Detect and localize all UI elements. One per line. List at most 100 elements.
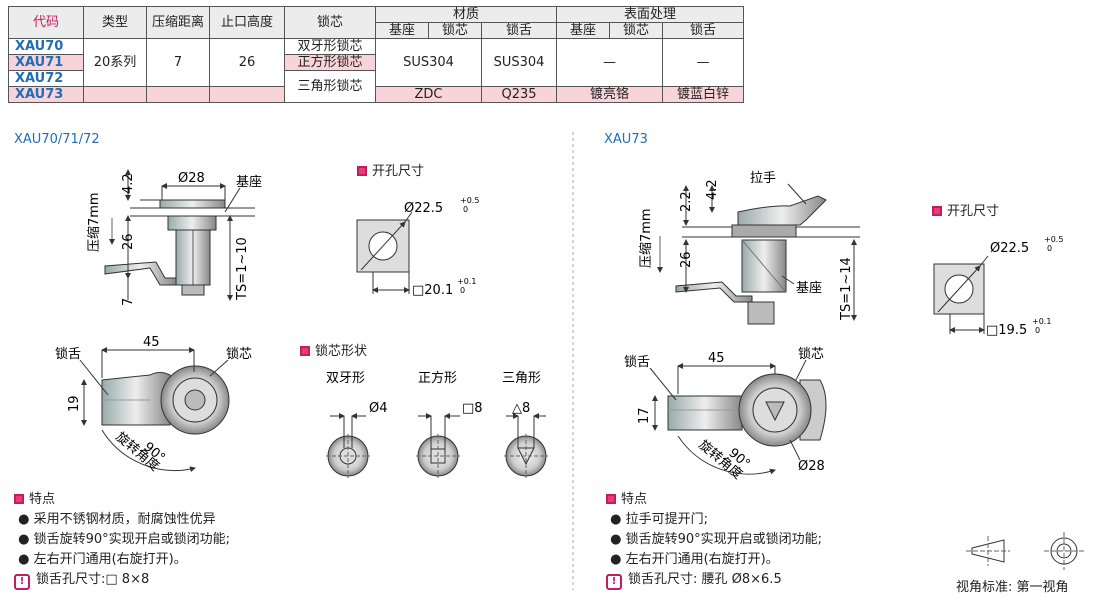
left-side-view — [104, 169, 255, 301]
header-material: 材质 — [375, 6, 557, 23]
core-shape-double-tooth — [326, 413, 370, 478]
left-hole-note: 锁舌孔尺寸:□ 8×8 — [36, 572, 150, 587]
shape-name: 三角形 — [502, 371, 541, 386]
type-cell: 20系列 — [83, 38, 147, 87]
left-top-w45: 45 — [143, 335, 160, 350]
left-hole-sq-tol-dn: 0 — [460, 286, 465, 295]
header-surface-core: 锁芯 — [609, 22, 663, 39]
pink-square-icon — [357, 166, 367, 176]
right-top-view — [649, 359, 827, 475]
view-standard-label: 视角标准: 第一视角 — [956, 580, 1069, 595]
header-surface-base: 基座 — [556, 22, 610, 39]
right-dim-22: 2.2 — [679, 191, 694, 212]
right-dim-26: 26 — [679, 251, 694, 268]
material-tongue-cell: Q235 — [481, 86, 557, 103]
feature-item: ● 采用不锈钢材质，耐腐蚀性优异 — [14, 512, 216, 527]
left-features-title: 特点 — [29, 492, 56, 507]
right-compress: 压缩7mm — [638, 208, 654, 268]
left-hole-sq: □20.1 — [412, 283, 453, 298]
warning-icon: ! — [606, 574, 622, 590]
header-core: 锁芯 — [284, 6, 376, 39]
spec-table: 代码 类型 压缩距离 止口高度 锁芯 材质 表面处理 基座 锁芯 锁舌 基座 锁… — [8, 6, 744, 103]
right-hole-d-tol-up: +0.5 — [1044, 235, 1063, 244]
left-top-core: 锁芯 — [226, 346, 252, 362]
right-features-title: 特点 — [621, 492, 648, 507]
right-label-base: 基座 — [796, 281, 822, 296]
material-base-core-cell: ZDC — [375, 86, 482, 103]
shape-dim: △8 — [512, 401, 530, 416]
shape-title: 锁芯形状 — [315, 344, 368, 359]
right-top-w45: 45 — [708, 351, 725, 366]
code-cell: XAU71 — [8, 54, 84, 71]
feature-item: ● 拉手可提开门; — [606, 512, 708, 527]
left-dim-d28: Ø28 — [178, 171, 205, 186]
left-hole-title: 开孔尺寸 — [372, 164, 425, 179]
right-section-title: XAU73 — [604, 132, 648, 147]
left-dim-42: 4.2 — [121, 173, 136, 194]
right-hole-sq: □19.5 — [986, 323, 1027, 338]
left-label-base: 基座 — [236, 175, 262, 190]
core-cell: 双牙形锁芯 — [284, 38, 376, 55]
right-top-d28: Ø28 — [798, 459, 825, 474]
pink-square-icon — [932, 206, 942, 216]
left-hole-d: Ø22.5 — [404, 201, 443, 216]
right-hole-note: 锁舌孔尺寸: 腰孔 Ø8×6.5 — [628, 572, 782, 587]
core-shape-triangle — [504, 413, 548, 478]
feature-item: ● 左右开门通用(右旋打开)。 — [14, 552, 187, 567]
right-hole-sq-tol-dn: 0 — [1035, 326, 1040, 335]
left-dim-26: 26 — [121, 233, 136, 250]
core-shape-square — [416, 413, 460, 478]
left-features: 特点 ● 采用不锈钢材质，耐腐蚀性优异 ● 锁舌旋转90°实现开启或锁闭功能; … — [14, 490, 230, 590]
code-cell: XAU70 — [8, 38, 84, 55]
right-hole-drawing — [933, 255, 989, 334]
left-hole-d-tol-dn: 0 — [463, 205, 468, 214]
compress-cell: 7 — [146, 38, 210, 87]
right-features: 特点 ● 拉手可提开门; ● 锁舌旋转90°实现开启或锁闭功能; ● 左右开门通… — [606, 490, 822, 590]
left-top-tongue: 锁舌 — [55, 346, 81, 362]
shape-dim: □8 — [462, 401, 483, 416]
left-hole-sq-tol-up: +0.1 — [457, 277, 476, 286]
header-material-core: 锁芯 — [428, 22, 482, 39]
right-top-core: 锁芯 — [798, 346, 824, 362]
pink-square-icon — [14, 494, 24, 504]
left-section-title: XAU70/71/72 — [14, 132, 100, 147]
right-hole-heading: 开孔尺寸 — [932, 200, 999, 219]
right-hole-title: 开孔尺寸 — [947, 204, 1000, 219]
left-hole-heading: 开孔尺寸 — [357, 160, 424, 179]
right-hole-d: Ø22.5 — [990, 241, 1029, 256]
code-cell: XAU73 — [8, 86, 84, 103]
left-compress: 压缩7mm — [86, 192, 102, 252]
left-dim-7: 7 — [121, 298, 136, 306]
header-code: 代码 — [8, 6, 84, 39]
right-hole-sq-tol-up: +0.1 — [1032, 317, 1051, 326]
pink-square-icon — [300, 346, 310, 356]
first-angle-projection-icon — [966, 532, 1084, 570]
right-side-view — [657, 183, 860, 325]
shape-dim: Ø4 — [369, 401, 388, 416]
code-cell: XAU72 — [8, 70, 84, 87]
header-material-tongue: 锁舌 — [481, 22, 557, 39]
right-dim-42: 4.2 — [705, 179, 720, 200]
shape-heading: 锁芯形状 — [300, 340, 367, 359]
right-label-handle: 拉手 — [750, 171, 776, 186]
left-hole-drawing — [356, 211, 413, 294]
left-top-view — [79, 347, 230, 473]
feature-item: ● 锁舌旋转90°实现开启或锁闭功能; — [606, 532, 823, 547]
surface-base-core-cell: 镀亮铬 — [556, 86, 663, 103]
pink-square-icon — [606, 494, 616, 504]
feature-item: ● 左右开门通用(右旋打开)。 — [606, 552, 779, 567]
feature-item: ● 锁舌旋转90°实现开启或锁闭功能; — [14, 532, 231, 547]
left-top-h19: 19 — [67, 395, 82, 412]
right-ts: TS=1~14 — [839, 257, 854, 321]
left-ts: TS=1~10 — [235, 237, 250, 301]
left-hole-d-tol-up: +0.5 — [460, 196, 479, 205]
surface-tongue-cell: 镀蓝白锌 — [662, 86, 744, 103]
material-tongue-cell: SUS304 — [481, 38, 557, 87]
core-cell: 三角形锁芯 — [284, 70, 376, 103]
shape-name: 正方形 — [418, 370, 457, 386]
warning-icon: ! — [14, 574, 30, 590]
right-top-h17: 17 — [637, 407, 652, 424]
right-top-tongue: 锁舌 — [624, 354, 650, 370]
shape-name: 双牙形 — [326, 371, 365, 386]
